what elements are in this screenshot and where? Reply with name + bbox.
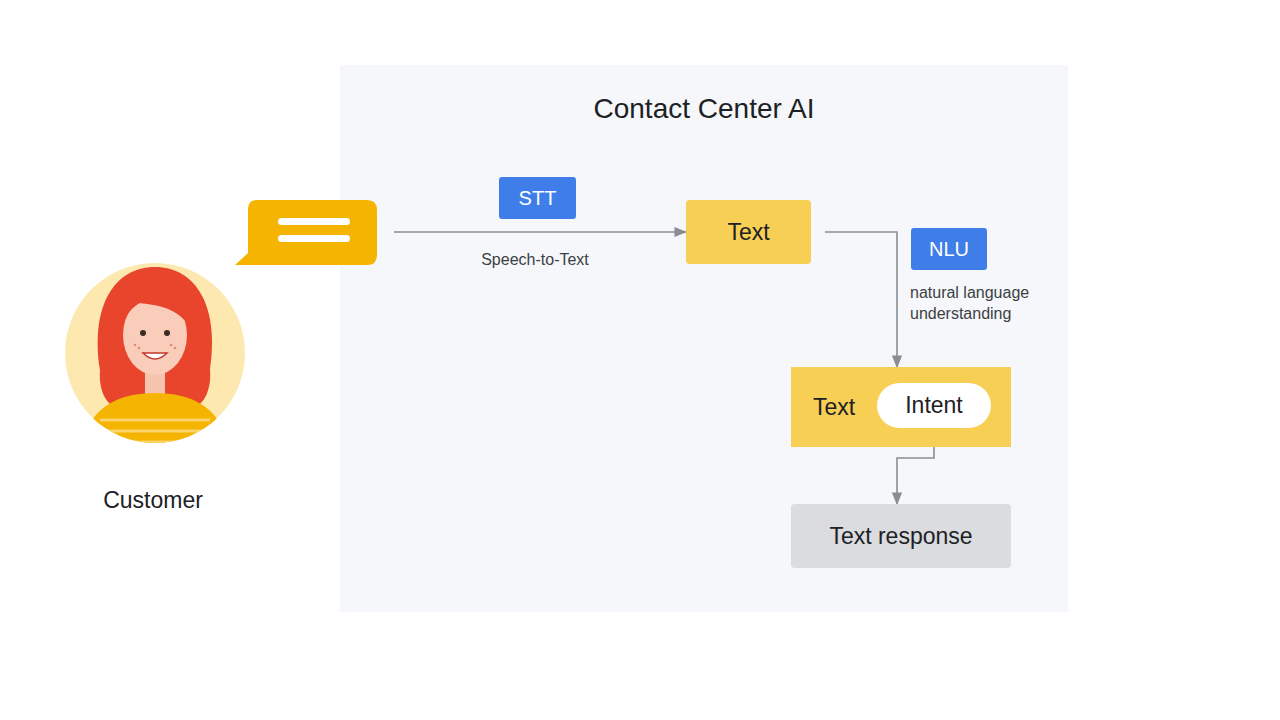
nlu-badge: NLU — [911, 228, 987, 270]
pill-text: Intent — [905, 392, 963, 419]
stt-caption: Speech-to-Text — [455, 249, 615, 270]
flow-arrow — [897, 428, 934, 504]
badge-text: NLU — [929, 238, 969, 261]
box-text: Text — [727, 219, 769, 246]
box-text: Text — [813, 367, 855, 447]
contact-center-panel: Contact Center AISTTTextNLUTextIntentTex… — [340, 65, 1068, 612]
customer-label: Customer — [60, 487, 246, 514]
badge-text: STT — [519, 187, 557, 210]
customer-figure: Customer — [60, 195, 382, 525]
box-text: Text response — [829, 523, 972, 550]
customer-illustration — [60, 195, 382, 525]
stt-badge: STT — [499, 177, 576, 219]
nlu-caption: natural language understanding — [910, 282, 1060, 324]
response-box: Text response — [791, 504, 1011, 568]
text-intent-box: Text Intent — [791, 367, 1011, 447]
flow-arrow — [394, 231, 686, 233]
intent-pill: Intent — [877, 383, 991, 428]
panel-title: Contact Center AI — [340, 93, 1068, 125]
text-box: Text — [686, 200, 811, 264]
flow-arrow — [825, 232, 897, 367]
